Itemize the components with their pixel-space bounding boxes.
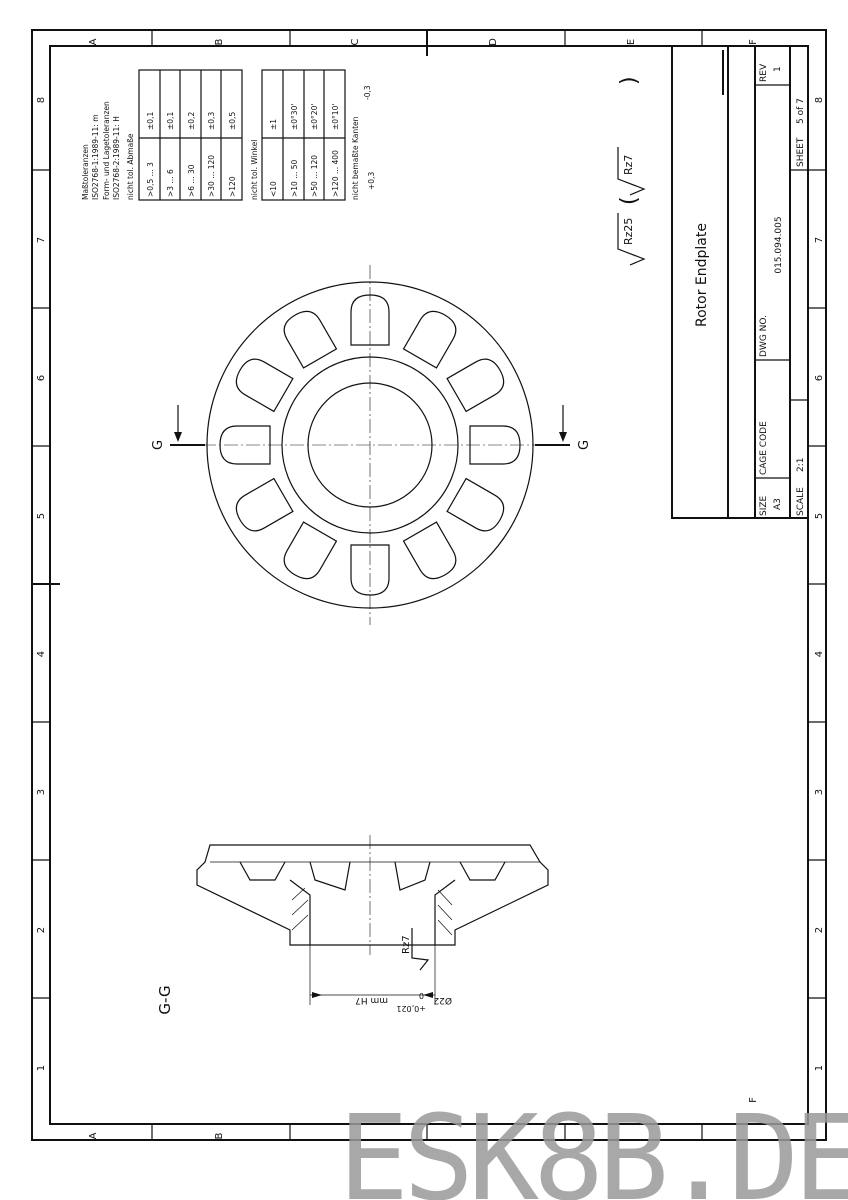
cell: ±0,1 <box>146 112 155 130</box>
slot <box>402 521 457 580</box>
cell: >10 ... 50 <box>290 159 299 197</box>
surface-rz7: Rz7 <box>622 155 635 175</box>
cell: ±0°10' <box>331 104 340 130</box>
row-label-2-right: 2 <box>814 927 825 933</box>
col-label-a-bottom: A <box>88 1132 99 1139</box>
bore-tol-lower: 0 <box>419 991 424 1000</box>
slot <box>235 358 294 413</box>
angle-tolerance-table: <10 ±1 >10 ... 50 ±0°30' >50 ... 120 ±0°20'… <box>261 69 346 201</box>
title-block: Rotor Endplate SIZE A3 CAGE CODE DWG NO.… <box>671 45 809 519</box>
row-label-2: 2 <box>36 927 47 933</box>
cell: ±0°20' <box>310 104 319 130</box>
row-label-8: 8 <box>36 97 47 103</box>
dwg-no-value: 015.094.005 <box>774 216 784 273</box>
drawing-title: Rotor Endplate <box>694 223 710 327</box>
col-label-b-bottom: B <box>214 1132 225 1139</box>
linear-tolerance-table: >0,5 ... 3 ±0,1 >3 ... 6 ±0,1 >6 ... 30 ±0,… <box>138 69 243 201</box>
scale-value: 2:1 <box>796 458 806 472</box>
paren-open: ( <box>617 196 642 205</box>
surface-finish-symbol: Rz25 ( Rz7 ) <box>617 76 646 266</box>
size-value: A3 <box>773 498 783 510</box>
row-label-4-right: 4 <box>814 651 825 657</box>
col-label-f-bottom: F <box>748 1097 759 1103</box>
row-label-5-right: 5 <box>814 513 825 519</box>
cell: ±0,1 <box>166 112 175 130</box>
bore-diameter: Ø22 <box>433 995 452 1006</box>
bore-fit: mm H7 <box>355 995 388 1005</box>
row-label-3-right: 3 <box>814 789 825 795</box>
row-label-7-right: 7 <box>814 237 825 243</box>
slot <box>446 358 505 413</box>
col-label-a: A <box>88 38 99 45</box>
watermark: ESK8B.DE <box>338 1089 848 1200</box>
row-label-1-right: 1 <box>814 1065 825 1071</box>
col-label-e: E <box>626 39 637 45</box>
row-label-3: 3 <box>36 789 47 795</box>
section-label: G-G <box>156 985 174 1014</box>
general-tolerance-standard: ISO2768-1:1989-11: m <box>91 114 100 200</box>
angle-tolerance-title: nicht tol. Winkel <box>250 140 259 200</box>
grid-ticks <box>32 30 826 1140</box>
cell: >120 ... 400 <box>331 150 340 197</box>
cell: ±0,2 <box>187 112 196 130</box>
size-label: SIZE <box>759 495 769 516</box>
cell: >0,5 ... 3 <box>146 162 155 197</box>
cell: >6 ... 30 <box>187 164 196 197</box>
cell: <10 <box>269 181 278 197</box>
row-label-4: 4 <box>36 651 47 657</box>
edges-minus: -0,3 <box>363 85 372 100</box>
paren-close: ) <box>617 76 642 85</box>
slot <box>235 477 294 532</box>
row-label-6: 6 <box>36 375 47 381</box>
col-label-b: B <box>214 38 225 45</box>
edges-note: nicht bemaßte Kanten <box>351 116 360 200</box>
slot <box>402 310 457 369</box>
row-label-5: 5 <box>36 513 47 519</box>
general-tolerance-title: Maßtoleranzen <box>81 144 90 200</box>
row-label-1: 1 <box>36 1065 47 1071</box>
row-label-8-right: 8 <box>814 97 825 103</box>
linear-tolerance-title: nicht tol. Abmaße <box>126 133 135 200</box>
form-tolerance-title: Form- und Lagetoleranzen <box>102 101 111 200</box>
top-view: G G <box>151 265 592 625</box>
section-view-g-g: Rz7 Ø22 +0,021 0 mm H7 G-G <box>156 835 549 1015</box>
dwg-no-label: DWG NO. <box>759 315 769 357</box>
cell: ±1 <box>269 119 278 130</box>
col-label-d: D <box>488 38 499 46</box>
sheet-value: 5 of 7 <box>796 98 806 124</box>
cell: >120 <box>228 176 237 197</box>
section-marker-left: G <box>151 440 166 450</box>
inner-frame <box>49 45 809 1125</box>
slot <box>283 310 338 369</box>
section-marker-right: G <box>577 440 592 450</box>
col-label-c: C <box>350 38 361 45</box>
bore-surface-rz7: Rz7 <box>401 935 412 954</box>
surface-rz25: Rz25 <box>622 218 635 245</box>
col-label-f: F <box>748 39 759 45</box>
cell: >50 ... 120 <box>310 155 319 197</box>
slot <box>446 477 505 532</box>
rev-label: REV <box>759 63 769 82</box>
bore-tol-upper: +0,021 <box>396 1004 426 1013</box>
row-label-6-right: 6 <box>814 375 825 381</box>
row-label-7: 7 <box>36 237 47 243</box>
cell: ±0,5 <box>228 112 237 130</box>
slot <box>283 521 338 580</box>
cell: ±0°30' <box>290 104 299 130</box>
rev-value: 1 <box>773 66 783 72</box>
cell: >30 ... 120 <box>207 155 216 197</box>
sheet-label: SHEET <box>796 137 806 167</box>
cage-code-label: CAGE CODE <box>759 421 769 475</box>
scale-label: SCALE <box>796 487 806 516</box>
form-tolerance-standard: ISO2768-2:1989-11: H <box>112 116 121 200</box>
section-cut-marker: G G <box>151 405 592 450</box>
cell: ±0,3 <box>207 112 216 130</box>
edges-plus: +0,3 <box>367 172 376 190</box>
cell: >3 ... 6 <box>166 169 175 197</box>
tolerance-notes: Maßtoleranzen ISO2768-1:1989-11: m Form-… <box>81 69 376 201</box>
